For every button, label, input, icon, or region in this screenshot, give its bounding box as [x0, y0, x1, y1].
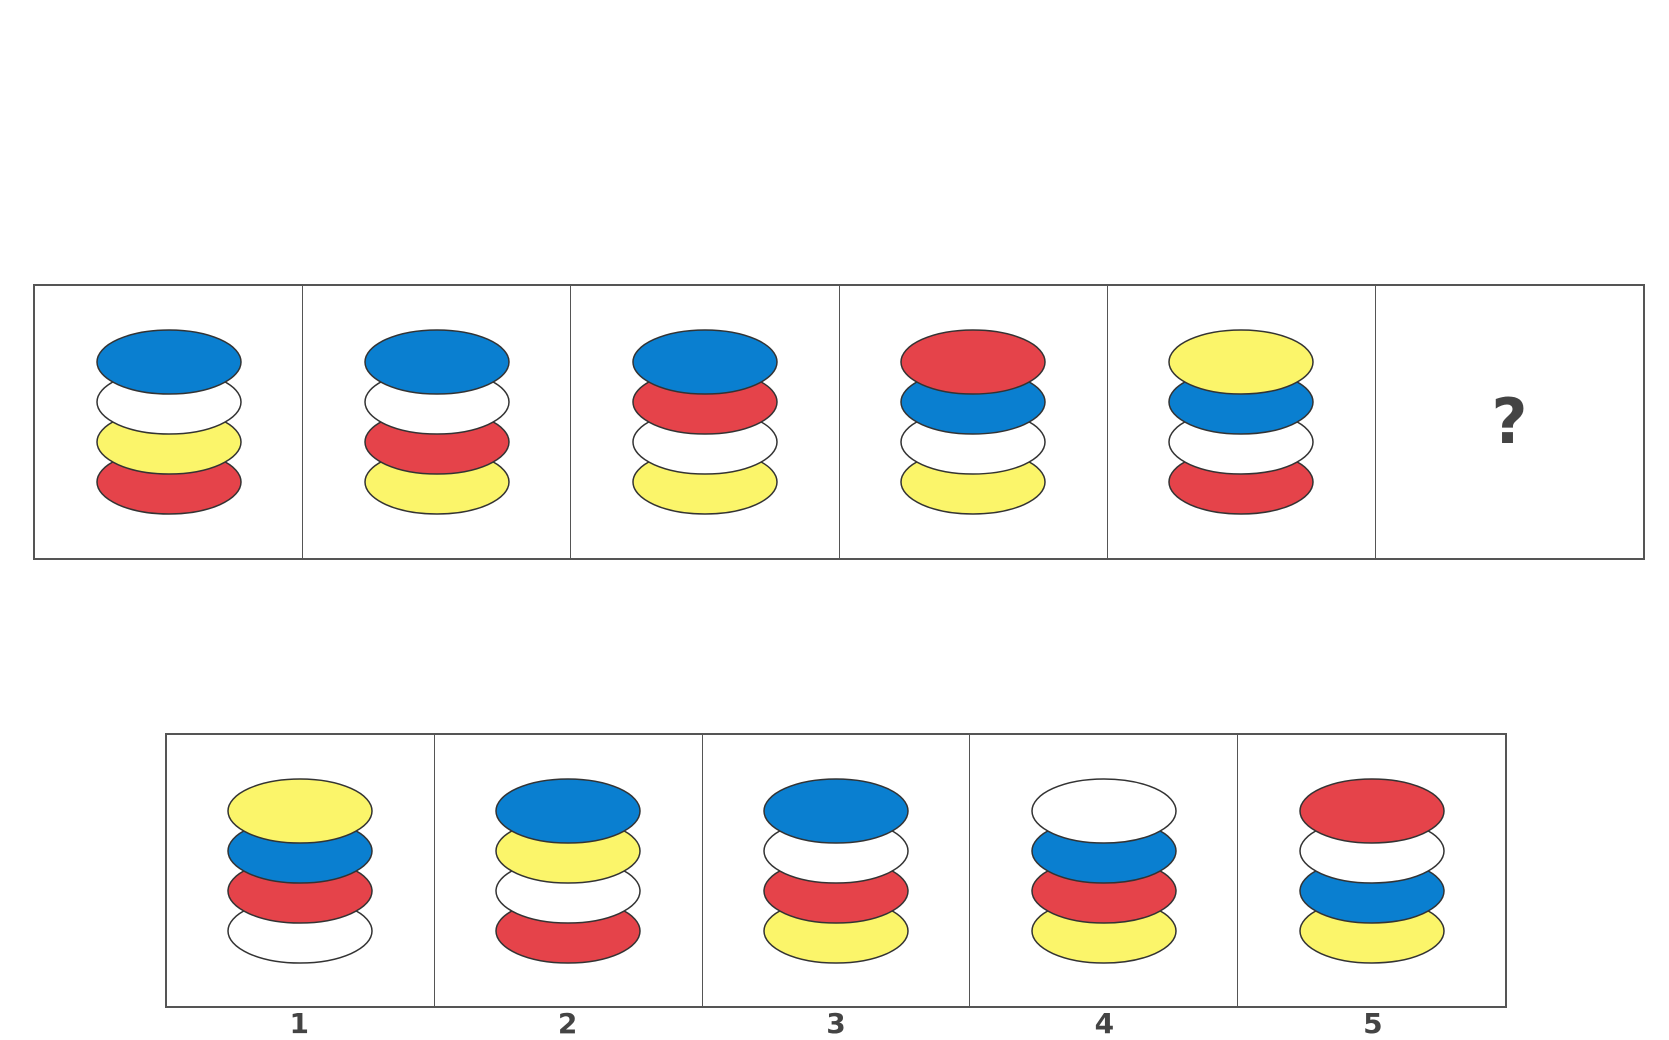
option-label-3: 3	[826, 1007, 846, 1040]
disc-red	[900, 329, 1046, 395]
disc-stack	[1168, 329, 1315, 515]
sequence-cell-2	[303, 286, 572, 558]
sequence-cell-5	[1108, 286, 1376, 558]
sequence-row: ?	[33, 284, 1645, 560]
answer-option-4[interactable]	[970, 735, 1239, 1006]
disc-stack	[900, 329, 1046, 515]
disc-red	[1298, 777, 1445, 844]
disc-blue	[95, 329, 242, 395]
option-label-5: 5	[1363, 1007, 1383, 1040]
answer-option-2[interactable]	[435, 735, 703, 1006]
option-label-1: 1	[289, 1007, 309, 1040]
disc-stack	[763, 777, 909, 964]
sequence-cell-1	[35, 286, 304, 558]
answer-option-1[interactable]	[167, 735, 435, 1006]
disc-stack	[1298, 777, 1445, 964]
question-mark: ?	[1491, 385, 1528, 458]
disc-stack	[364, 329, 510, 515]
sequence-cell-4	[840, 286, 1108, 558]
option-label-2: 2	[557, 1007, 578, 1040]
option-label-4: 4	[1094, 1007, 1115, 1040]
disc-blue	[364, 329, 510, 395]
disc-blue	[495, 777, 641, 844]
disc-stack	[95, 329, 242, 515]
answer-options-row	[165, 733, 1507, 1008]
disc-stack	[632, 329, 778, 515]
sequence-cell-unknown: ?	[1376, 286, 1643, 558]
disc-yellow	[1168, 329, 1315, 395]
disc-stack	[495, 777, 641, 964]
disc-stack	[1031, 777, 1177, 964]
answer-option-3[interactable]	[703, 735, 971, 1006]
disc-white	[1031, 777, 1177, 844]
disc-stack	[227, 777, 374, 964]
disc-blue	[763, 777, 909, 844]
disc-yellow	[227, 777, 374, 844]
disc-blue	[632, 329, 778, 395]
answer-option-5[interactable]	[1238, 735, 1505, 1006]
answer-labels-row: 1 2 3 4 5	[165, 1008, 1507, 1040]
sequence-cell-3	[571, 286, 840, 558]
